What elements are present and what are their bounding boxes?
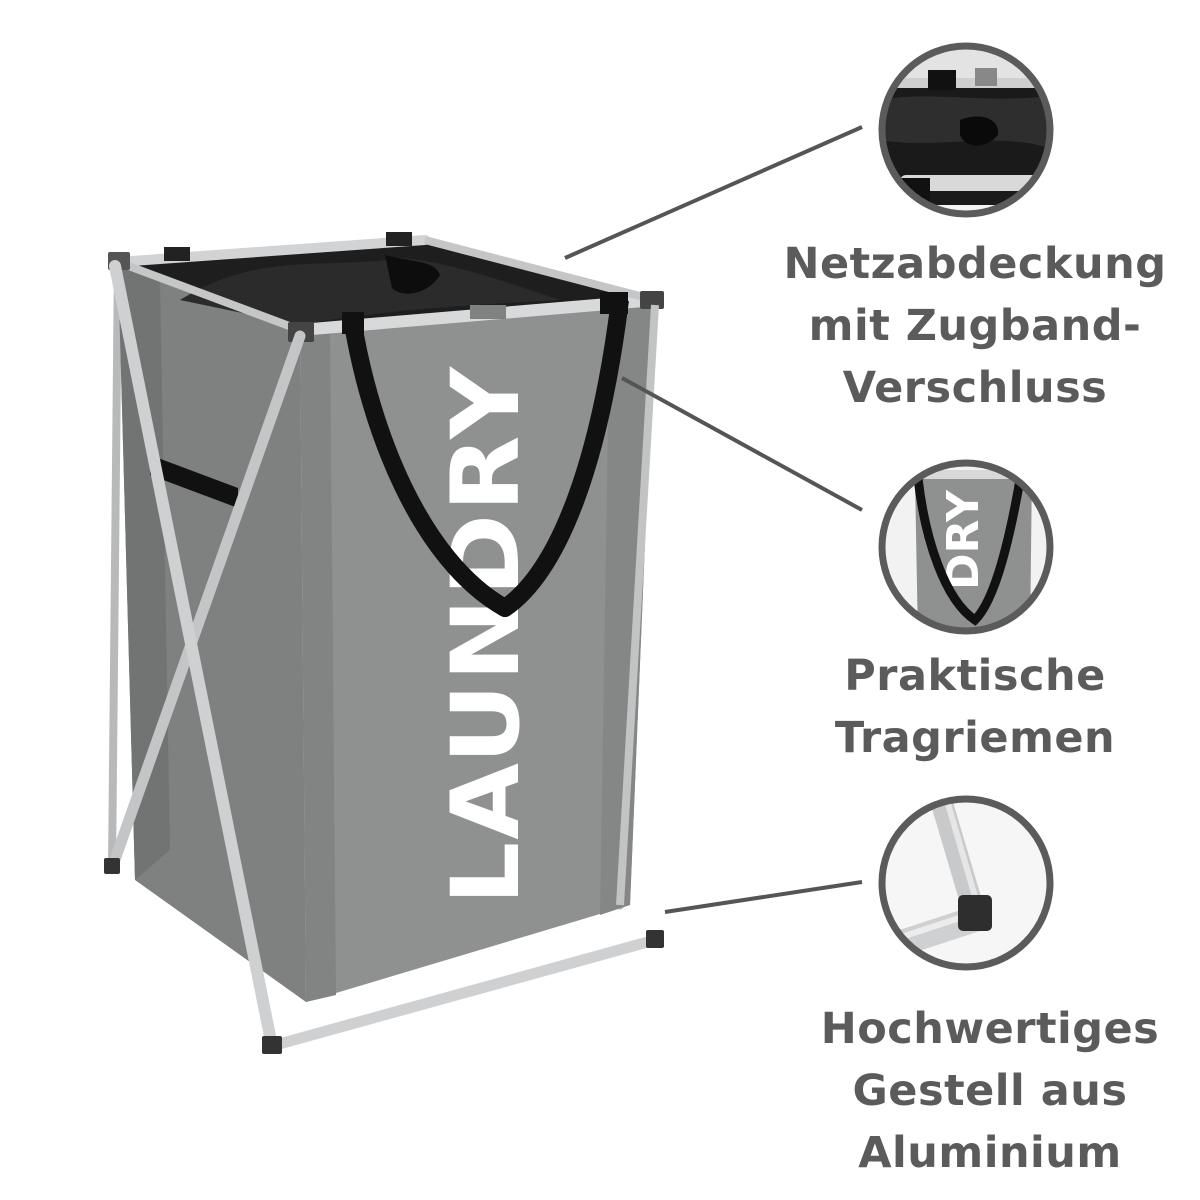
callout-line: Hochwertiges [820, 1004, 1160, 1054]
callout-mesh-cover: Netzabdeckung mit Zugband- Verschluss [770, 233, 1180, 419]
callout-line: Gestell aus [852, 1066, 1128, 1116]
svg-text:DRY: DRY [938, 489, 989, 590]
laundry-print: LAUNDRY [432, 365, 541, 905]
callout-line: Netzabdeckung [783, 239, 1167, 289]
callout-aluminium-frame: Hochwertiges Gestell aus Aluminium [790, 998, 1190, 1184]
laundry-hamper: LAUNDRY [104, 232, 664, 1054]
callout-line: Verschluss [842, 363, 1108, 413]
leader-line-mesh [564, 125, 863, 260]
leader-lines [564, 125, 863, 914]
callout-carry-straps: Praktische Tragriemen [770, 645, 1180, 769]
aluminium-frame-detail-icon [878, 795, 1054, 971]
callout-line: Praktische [844, 651, 1106, 701]
callout-line: Tragriemen [834, 713, 1116, 763]
callout-line: mit Zugband- [808, 301, 1142, 351]
leader-line-frame [664, 880, 863, 914]
carry-strap-detail-icon: DRY [878, 459, 1054, 635]
carry-straps [342, 292, 629, 617]
mesh-cover-drawstring-detail-icon [878, 42, 1054, 218]
front-frame [104, 260, 664, 1054]
callout-line: Aluminium [858, 1128, 1122, 1178]
leader-line-strap [621, 376, 863, 512]
